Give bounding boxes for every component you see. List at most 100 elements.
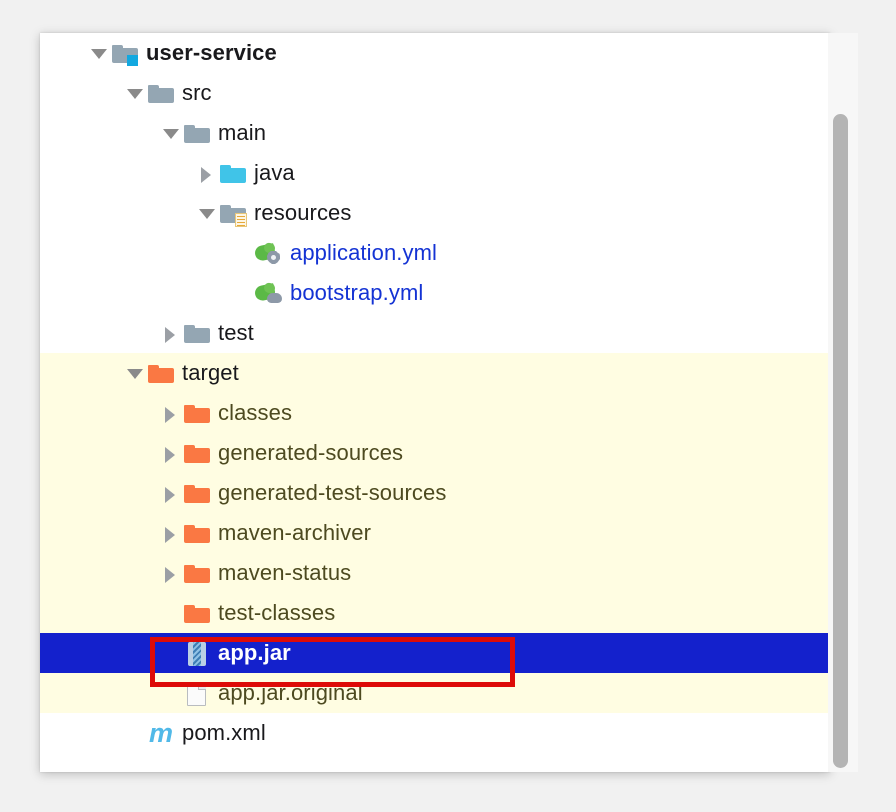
tree-row-label: app.jar.original [218, 680, 363, 705]
twisty-placeholder [124, 713, 146, 753]
indent-spacer [40, 593, 160, 633]
chevron-right-icon[interactable] [160, 513, 182, 553]
resources-badge [235, 213, 247, 227]
module-badge [127, 55, 138, 66]
indent-spacer [40, 633, 160, 673]
folder-shape [184, 485, 210, 503]
tree-row-src[interactable]: src [40, 73, 830, 113]
tree-row-label: main [218, 120, 267, 145]
tree-row-app-jar-original[interactable]: app.jar.original [40, 673, 830, 713]
indent-spacer [40, 273, 232, 313]
folder-excluded-icon [182, 553, 212, 593]
twisty-placeholder [160, 593, 182, 633]
chevron-right-icon[interactable] [160, 313, 182, 353]
tree-row-label: java [254, 160, 295, 185]
folder-shape [184, 325, 210, 343]
chevron-right-icon[interactable] [160, 473, 182, 513]
tree-row-resources[interactable]: resources [40, 193, 830, 233]
tree-row-label: maven-status [218, 560, 352, 585]
folder-gray-icon [146, 73, 176, 113]
folder-excluded-icon [182, 473, 212, 513]
tree-row-generated-sources[interactable]: generated-sources [40, 433, 830, 473]
indent-spacer [40, 33, 88, 73]
chevron-right-icon[interactable] [196, 153, 218, 193]
folder-shape [220, 165, 246, 183]
indent-spacer [40, 73, 124, 113]
chevron-down-icon[interactable] [88, 33, 110, 73]
tree-row-target[interactable]: target [40, 353, 830, 393]
indent-spacer [40, 553, 160, 593]
chevron-right-icon[interactable] [160, 393, 182, 433]
tree-row-label: src [182, 80, 212, 105]
tree-row-label: pom.xml [182, 720, 266, 745]
spring-leaf-shape [253, 241, 283, 265]
tree-row-label: test [218, 320, 254, 345]
indent-spacer [40, 353, 124, 393]
folder-shape [184, 525, 210, 543]
tree-row-label: generated-test-sources [218, 480, 447, 505]
tree-row-test-classes[interactable]: test-classes [40, 593, 830, 633]
indent-spacer [40, 433, 160, 473]
tree-row-maven-status[interactable]: maven-status [40, 553, 830, 593]
folder-excluded-icon [182, 433, 212, 473]
tree-row-maven-archiver[interactable]: maven-archiver [40, 513, 830, 553]
tree-row-label: resources [254, 200, 352, 225]
tree-row-classes[interactable]: classes [40, 393, 830, 433]
chevron-right-icon[interactable] [160, 433, 182, 473]
tree-row-java[interactable]: java [40, 153, 830, 193]
folder-shape [184, 605, 210, 623]
chevron-down-icon[interactable] [124, 353, 146, 393]
twisty-placeholder [160, 673, 182, 713]
tree-row-label: user-service [146, 40, 277, 65]
folder-shape [184, 125, 210, 143]
spring-config-icon [253, 233, 284, 273]
folder-sources-icon [218, 153, 248, 193]
chevron-down-icon[interactable] [196, 193, 218, 233]
archive-jar-icon [182, 633, 212, 673]
file-generic-icon [182, 673, 212, 713]
indent-spacer [40, 193, 196, 233]
folder-shape [184, 565, 210, 583]
tree-row-label: generated-sources [218, 440, 404, 465]
folder-excluded-icon [182, 393, 212, 433]
maven-pom-icon: m [146, 713, 176, 753]
indent-spacer [40, 113, 160, 153]
spring-leaf-shape [253, 281, 283, 305]
tree-row-label: maven-archiver [218, 520, 372, 545]
folder-excluded-icon [146, 353, 176, 393]
tree-row-main[interactable]: main [40, 113, 830, 153]
tree-row-label: bootstrap.yml [290, 280, 424, 305]
twisty-placeholder [160, 633, 182, 673]
tree-row-app-jar[interactable]: app.jar [40, 633, 830, 673]
indent-spacer [40, 513, 160, 553]
tree-row-user-service[interactable]: user-service [40, 33, 830, 73]
indent-spacer [40, 393, 160, 433]
tree-row-label: test-classes [218, 600, 336, 625]
vertical-scrollbar-thumb[interactable] [833, 114, 848, 768]
indent-spacer [40, 153, 196, 193]
indent-spacer [40, 313, 160, 353]
folder-shape [148, 85, 174, 103]
twisty-placeholder [232, 273, 254, 313]
folder-gray-icon [182, 313, 212, 353]
spring-cloud-config-icon [253, 273, 284, 313]
archive-shape [188, 642, 206, 666]
tree-row-label: app.jar [218, 640, 291, 665]
tree-row-application-yml[interactable]: application.yml [40, 233, 830, 273]
indent-spacer [40, 673, 160, 713]
indent-spacer [40, 713, 124, 753]
document-shape [187, 682, 206, 706]
indent-spacer [40, 233, 232, 273]
chevron-down-icon[interactable] [124, 73, 146, 113]
tree-row-bootstrap-yml[interactable]: bootstrap.yml [40, 273, 830, 313]
tree-row-label: classes [218, 400, 293, 425]
folder-gray-icon [182, 113, 212, 153]
tree-row-test[interactable]: test [40, 313, 830, 353]
chevron-down-icon[interactable] [160, 113, 182, 153]
folder-shape [184, 405, 210, 423]
tree-row-generated-test-sources[interactable]: generated-test-sources [40, 473, 830, 513]
chevron-right-icon[interactable] [160, 553, 182, 593]
